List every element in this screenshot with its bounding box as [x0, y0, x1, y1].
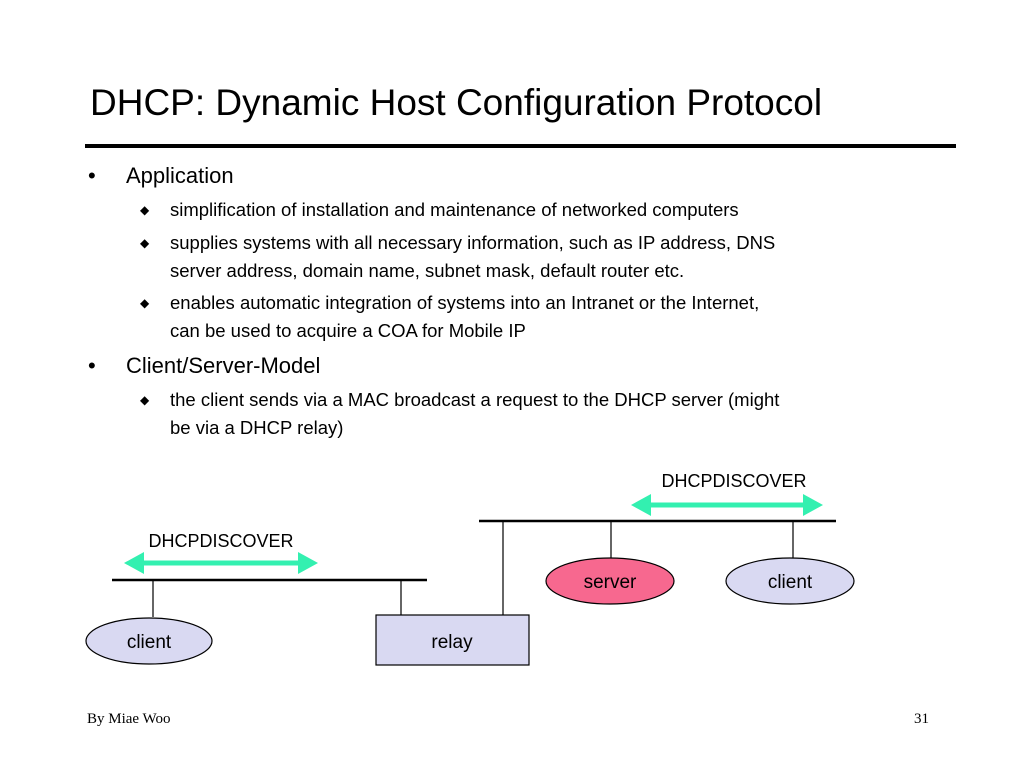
- sub-bullet-line: simplification of installation and maint…: [170, 199, 739, 220]
- bullet-dot-icon: •: [88, 163, 96, 188]
- sub-bullet-integration: enables automatic integration of systems…: [170, 289, 940, 345]
- diamond-bullet-icon: ◆: [140, 393, 150, 407]
- sub-bullet-line: supplies systems with all necessary info…: [170, 232, 776, 253]
- relay-node: [375, 614, 530, 666]
- sub-bullet-line: enables automatic integration of systems…: [170, 292, 760, 313]
- server-node: [545, 557, 675, 605]
- page-number: 31: [914, 711, 929, 727]
- bullet-application: Application: [126, 163, 234, 188]
- relay-label: relay: [431, 632, 473, 653]
- left-broadcast-arrow: [124, 552, 318, 574]
- diamond-bullet-icon: ◆: [140, 203, 150, 217]
- diamond-bullet-icon: ◆: [140, 296, 150, 310]
- server-label: server: [584, 572, 637, 593]
- bullet-dot-icon: •: [88, 353, 96, 378]
- bullet-client-server-model: Client/Server-Model: [126, 353, 321, 378]
- right-dhcpdiscover-label: DHCPDISCOVER: [661, 471, 806, 491]
- title-underline: [85, 144, 956, 148]
- sub-bullet-simplification: simplification of installation and maint…: [170, 196, 940, 224]
- sub-bullet-line: server address, domain name, subnet mask…: [170, 260, 685, 281]
- sub-bullet-supplies: supplies systems with all necessary info…: [170, 229, 940, 285]
- right-client-label: client: [768, 572, 813, 593]
- sub-bullet-line: be via a DHCP relay): [170, 417, 344, 438]
- slide-title: DHCP: Dynamic Host Configuration Protoco…: [90, 82, 823, 123]
- sub-bullet-line: the client sends via a MAC broadcast a r…: [170, 389, 780, 410]
- sub-bullet-line: can be used to acquire a COA for Mobile …: [170, 320, 526, 341]
- footer-author: By Miae Woo: [87, 711, 171, 727]
- left-client-label: client: [127, 632, 172, 653]
- left-client-node: [85, 617, 213, 665]
- diamond-bullet-icon: ◆: [140, 236, 150, 250]
- sub-bullet-broadcast: the client sends via a MAC broadcast a r…: [170, 386, 940, 442]
- right-client-node: [725, 557, 855, 605]
- right-broadcast-arrow: [631, 494, 823, 516]
- left-dhcpdiscover-label: DHCPDISCOVER: [148, 531, 293, 551]
